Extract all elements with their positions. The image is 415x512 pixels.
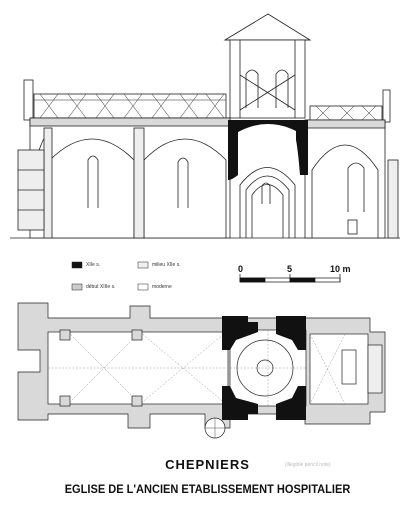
legend-swatch-0 <box>71 261 83 269</box>
scale-tick-0: 0 <box>238 264 244 274</box>
scale-bar <box>239 274 341 283</box>
scale-tick-5: 5 <box>287 264 293 274</box>
legend-swatch-1 <box>137 261 149 269</box>
twelfth-century-masonry-section <box>228 120 308 180</box>
legend-swatch-3 <box>137 283 149 291</box>
pencil-note: (illegible pencil note) <box>285 462 331 468</box>
legend-label-1: milieu XIIe s. <box>152 262 181 268</box>
page-title: CHEPNIERS <box>165 457 250 472</box>
floor-plan <box>17 302 386 439</box>
legend-swatch-2 <box>71 283 83 291</box>
legend-label-0: XIIe s. <box>86 262 101 268</box>
section-elevation <box>10 13 400 239</box>
scale-tick-10m: 10 m <box>330 264 351 274</box>
legend <box>71 261 149 291</box>
page-subtitle: EGLISE DE L'ANCIEN ETABLISSEMENT HOSPITA… <box>64 482 351 496</box>
legend-label-3: moderne <box>152 284 172 290</box>
legend-label-2: début XIIIe s. <box>86 284 116 290</box>
twelfth-century-masonry-plan <box>222 316 306 420</box>
